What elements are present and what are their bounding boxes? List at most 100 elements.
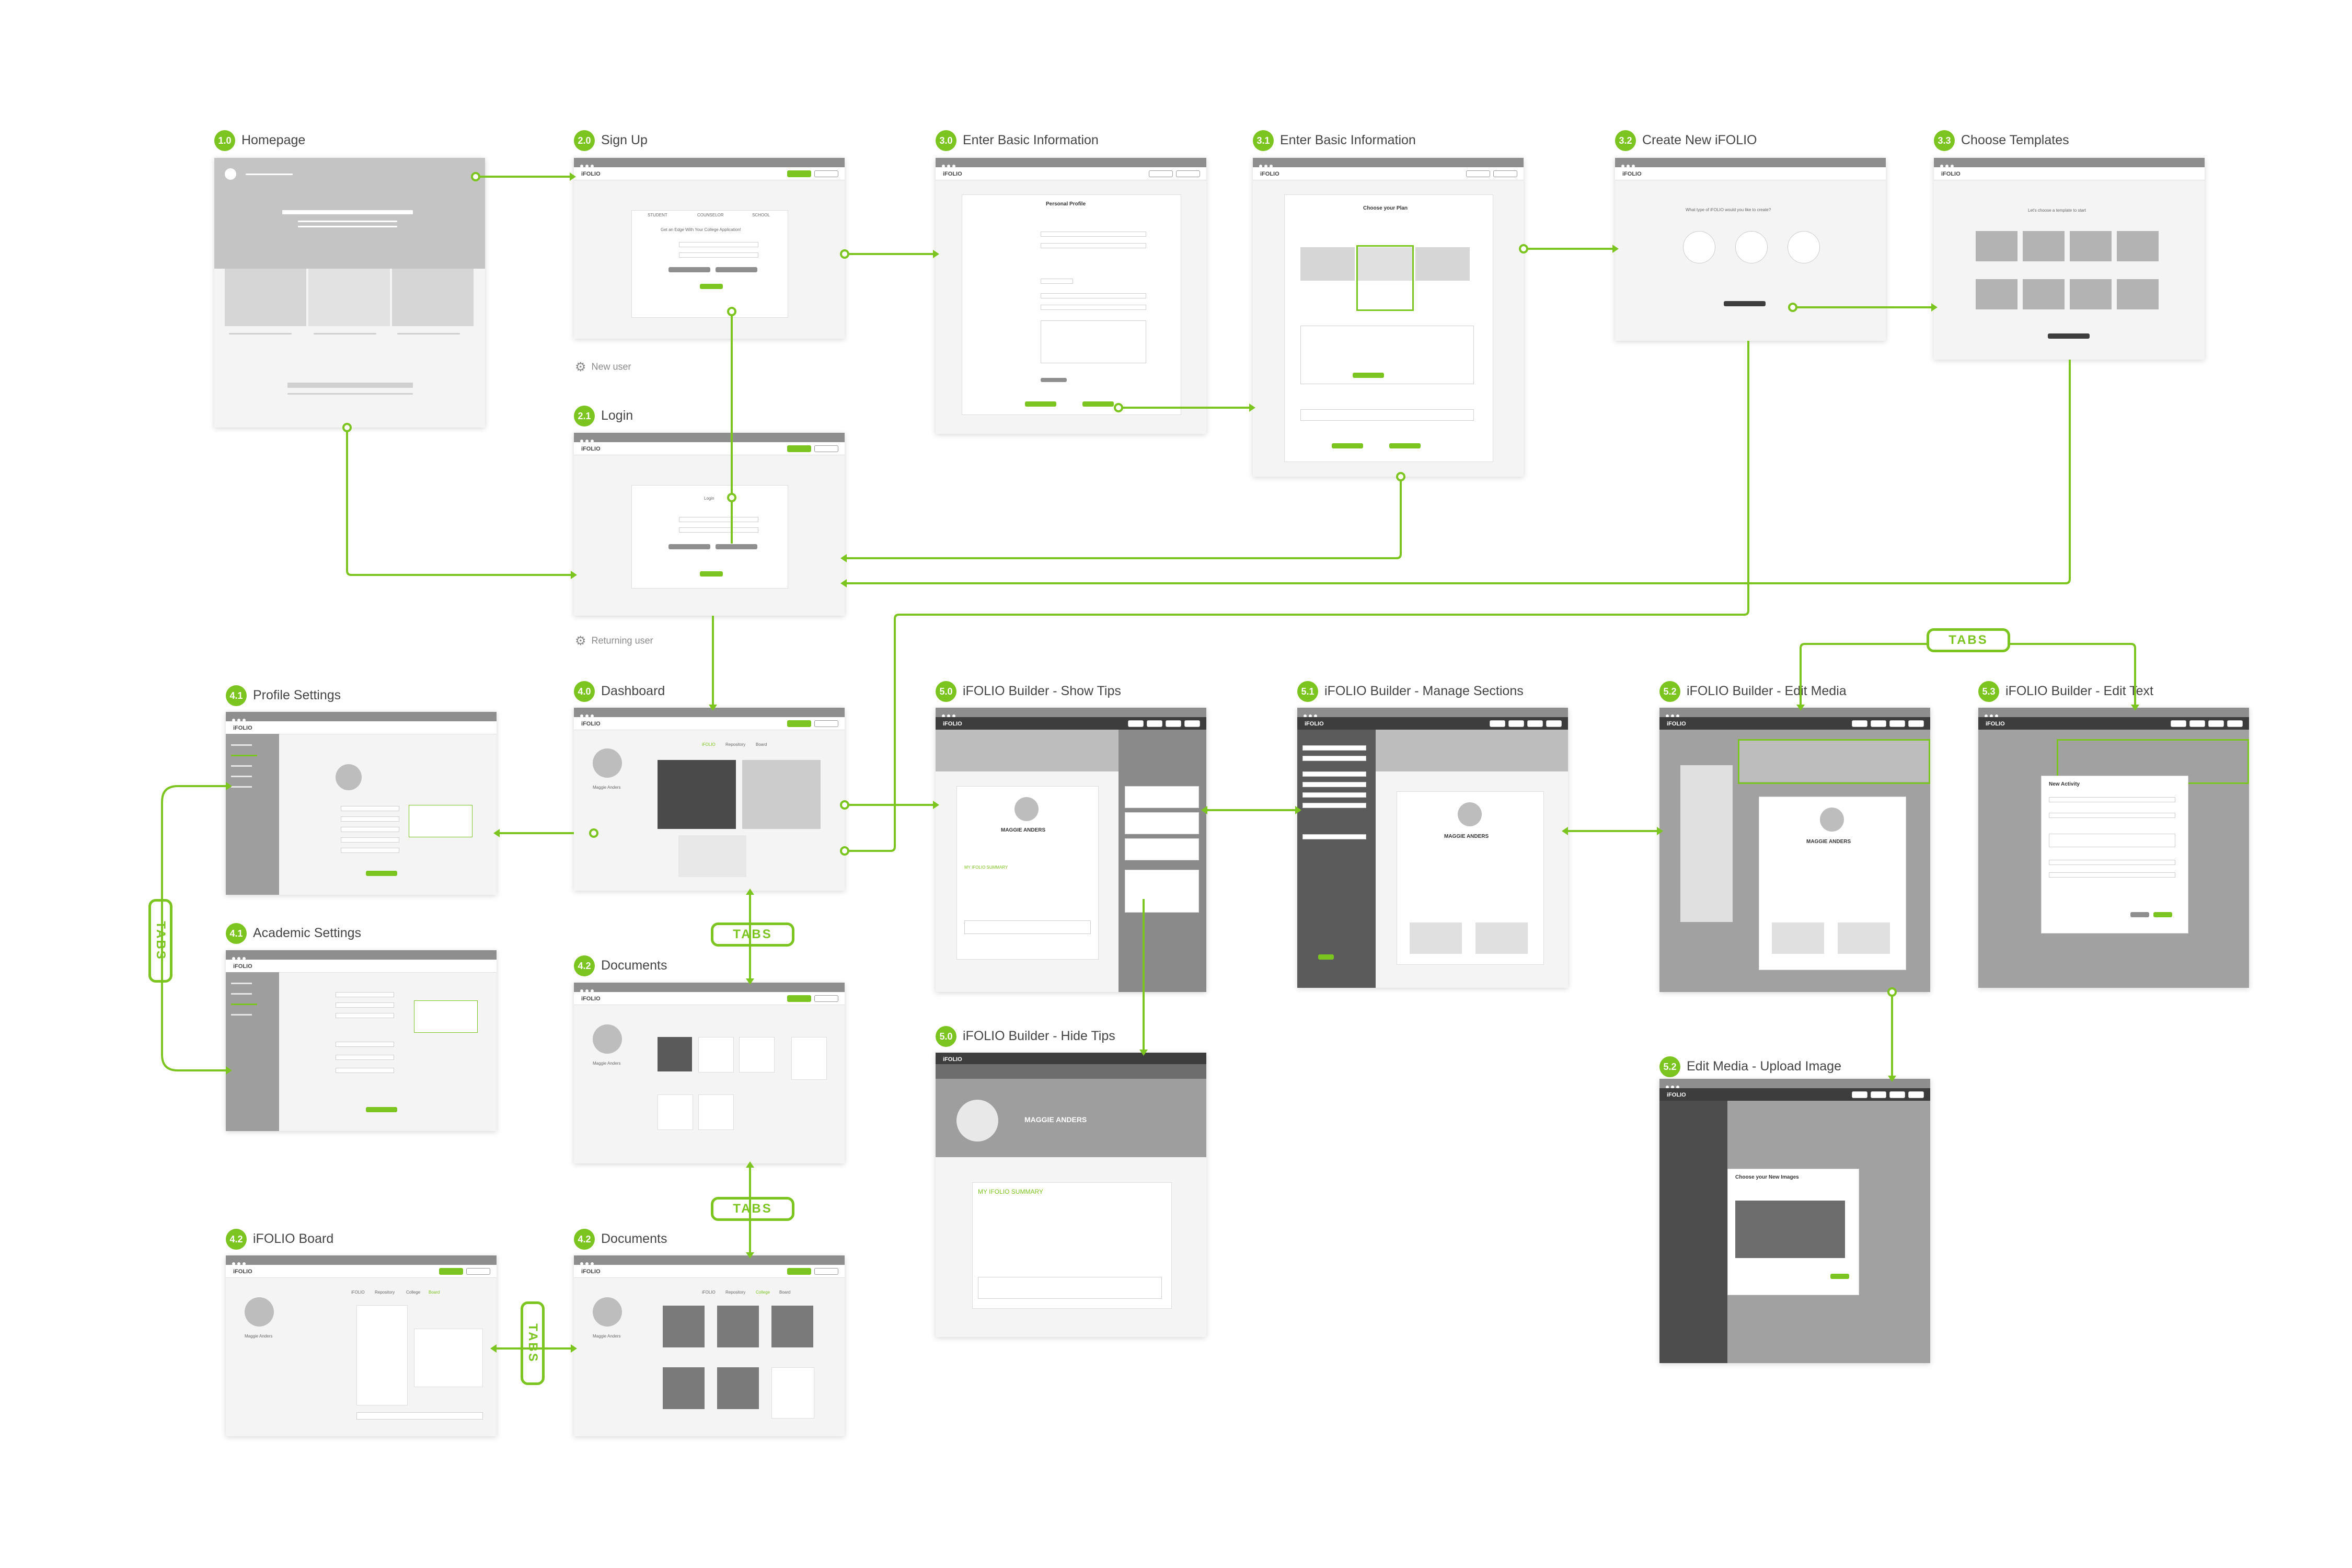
tab-ifolio[interactable]: iFOLIO: [351, 1290, 365, 1295]
media-block[interactable]: [978, 1277, 1162, 1299]
choose-template-button[interactable]: [2048, 333, 2090, 339]
sidebar-item[interactable]: [231, 744, 252, 746]
save-button[interactable]: [1318, 954, 1334, 960]
date-field[interactable]: [2049, 813, 2175, 818]
upload-button[interactable]: [1830, 1274, 1849, 1279]
template-thumb[interactable]: [1976, 279, 2017, 309]
image-thumb[interactable]: [663, 1367, 705, 1409]
add-ifolio-card[interactable]: [678, 835, 746, 877]
sidebar-item[interactable]: [231, 765, 252, 767]
email-field[interactable]: [1041, 293, 1146, 298]
tab-student[interactable]: STUDENT: [648, 213, 667, 217]
ifolio-card-dark[interactable]: [658, 760, 736, 829]
image-thumb[interactable]: [663, 1306, 705, 1347]
section-row[interactable]: [1302, 792, 1366, 798]
template-thumb[interactable]: [2070, 279, 2112, 309]
tab-ifolio[interactable]: iFOLIO: [702, 1290, 716, 1295]
document-thumb[interactable]: [698, 1037, 734, 1073]
name-field[interactable]: [341, 806, 399, 811]
cover-image-strip[interactable]: [1738, 740, 1930, 782]
avatar[interactable]: [593, 1024, 622, 1054]
image-grid[interactable]: [1735, 1201, 1845, 1258]
tab-repository[interactable]: Repository: [725, 742, 746, 747]
personal-type-icon[interactable]: [1788, 231, 1820, 263]
grade-field[interactable]: [341, 837, 399, 843]
social-login-button[interactable]: [668, 544, 710, 549]
sidebar-item-active[interactable]: [231, 1004, 257, 1005]
description-field[interactable]: [2049, 834, 2175, 847]
password-field[interactable]: [679, 527, 758, 533]
section-row[interactable]: [1302, 771, 1366, 777]
cancel-button[interactable]: [2130, 912, 2149, 917]
plan-option-2[interactable]: [1358, 247, 1412, 281]
template-thumb[interactable]: [2070, 231, 2112, 261]
gpa-field[interactable]: [336, 992, 394, 997]
phrase-field[interactable]: [2049, 860, 2175, 865]
media-slot[interactable]: [1410, 923, 1462, 954]
message-input[interactable]: [356, 1412, 483, 1420]
image-thumb[interactable]: [717, 1306, 759, 1347]
social-signup-button[interactable]: [668, 267, 710, 272]
email-field[interactable]: [341, 848, 399, 853]
avatar[interactable]: [245, 1297, 274, 1327]
tab-ifolio[interactable]: iFOLIO: [702, 742, 716, 747]
media-slot[interactable]: [1475, 923, 1528, 954]
avatar[interactable]: [956, 1100, 998, 1142]
highlight-field[interactable]: [2049, 872, 2175, 878]
email-field[interactable]: [679, 242, 758, 247]
pay-button[interactable]: [1353, 373, 1384, 378]
image-thumb[interactable]: [771, 1306, 813, 1347]
tab-repository[interactable]: Repository: [375, 1290, 395, 1295]
document-thumb[interactable]: [658, 1037, 692, 1071]
add-image-card[interactable]: [771, 1367, 814, 1419]
act-field[interactable]: [336, 1013, 394, 1018]
interest-chip[interactable]: [1041, 378, 1067, 382]
tab-school[interactable]: SCHOOL: [752, 213, 770, 217]
ifolio-card[interactable]: [742, 760, 821, 829]
tab-board[interactable]: Board: [779, 1290, 791, 1295]
back-button[interactable]: [1025, 401, 1056, 407]
college-type-icon[interactable]: [1683, 231, 1715, 263]
document-thumb[interactable]: [739, 1037, 775, 1073]
next-button[interactable]: [1389, 443, 1421, 448]
signup-button[interactable]: [700, 284, 723, 289]
document-thumb[interactable]: [698, 1094, 734, 1130]
tab-repository[interactable]: Repository: [725, 1290, 746, 1295]
sidebar-item[interactable]: [231, 1014, 252, 1016]
avatar[interactable]: [336, 764, 362, 790]
phone-field[interactable]: [1041, 305, 1146, 310]
template-thumb[interactable]: [2117, 279, 2159, 309]
sidebar-item-active[interactable]: [231, 755, 257, 756]
email-field[interactable]: [679, 517, 758, 522]
section-row[interactable]: [1302, 803, 1366, 808]
create-ifolio-button[interactable]: [1724, 301, 1766, 306]
school-field[interactable]: [341, 816, 399, 822]
login-button[interactable]: [700, 571, 723, 577]
sat-field[interactable]: [336, 1002, 394, 1008]
tab-board[interactable]: Board: [756, 742, 767, 747]
add-document-card[interactable]: [791, 1037, 827, 1080]
tab-counselor[interactable]: COUNSELOR: [697, 213, 724, 217]
save-button[interactable]: [366, 1107, 397, 1112]
template-thumb[interactable]: [2023, 231, 2065, 261]
tab-college[interactable]: College: [756, 1290, 770, 1295]
section-row[interactable]: [1302, 834, 1366, 839]
section-row[interactable]: [1302, 756, 1366, 761]
plan-option-3[interactable]: [1415, 247, 1470, 281]
section-row[interactable]: [1302, 782, 1366, 787]
name-field[interactable]: [1041, 232, 1146, 237]
save-button[interactable]: [366, 871, 397, 876]
template-thumb[interactable]: [1976, 231, 2017, 261]
plan-option-1[interactable]: [1300, 247, 1355, 281]
image-thumb[interactable]: [717, 1367, 759, 1409]
password-field[interactable]: [679, 252, 758, 258]
city-field[interactable]: [341, 827, 399, 832]
job-type-icon[interactable]: [1735, 231, 1768, 263]
bio-field[interactable]: [1041, 320, 1146, 363]
tab-college[interactable]: College: [406, 1290, 421, 1295]
sidebar-item[interactable]: [231, 983, 252, 984]
tab-board[interactable]: Board: [429, 1290, 440, 1295]
section-row[interactable]: [1302, 745, 1366, 751]
title-field[interactable]: [2049, 797, 2175, 802]
grade-field[interactable]: [1041, 279, 1073, 284]
